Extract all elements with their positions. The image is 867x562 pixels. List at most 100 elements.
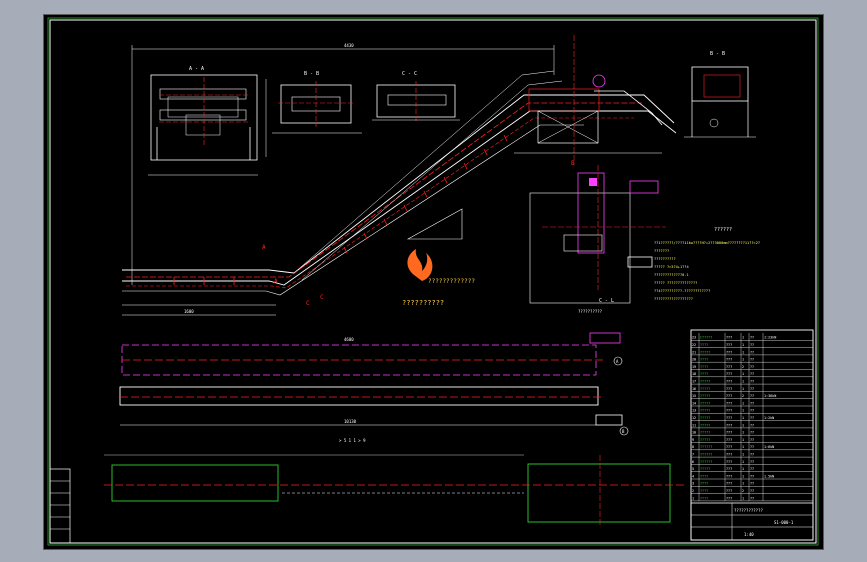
parts-cell: 2 <box>742 365 744 369</box>
section-top-right-view: B - B <box>684 51 756 138</box>
parts-cell: ?? <box>750 380 754 384</box>
parts-cell: 1:23kN <box>764 336 776 340</box>
revision-strip <box>49 468 71 544</box>
parts-cell: ?? <box>750 460 754 464</box>
parts-cell: 1:6kN <box>764 445 774 449</box>
parts-cell: ?? <box>750 343 754 347</box>
parts-cell: 10 <box>692 431 696 435</box>
parts-cell: ??? <box>726 416 732 420</box>
detail-view: C - L ?????????? <box>529 165 666 314</box>
parts-cell: ????? <box>700 387 710 391</box>
parts-cell: 22 <box>692 343 696 347</box>
parts-cell: ?????? <box>700 445 712 449</box>
parts-cell: ??? <box>726 445 732 449</box>
parts-cell: ??? <box>726 387 732 391</box>
notes-title: ?????? <box>714 227 732 233</box>
parts-cell: 1 <box>742 387 744 391</box>
parts-cell: ??? <box>726 438 732 442</box>
parts-cell: ????? <box>700 467 710 471</box>
parts-cell: ?? <box>750 365 754 369</box>
parts-cell: ?? <box>750 387 754 391</box>
parts-cell: 1 <box>742 453 744 457</box>
parts-cell: 1 <box>742 336 744 340</box>
marker-a-2: A <box>262 244 266 251</box>
parts-cell: 1 <box>692 496 694 500</box>
parts-cell: ???? <box>700 482 708 486</box>
dim-top: 4430 <box>344 43 354 48</box>
parts-cell: ??? <box>726 372 732 376</box>
parts-cell: ???? <box>700 365 708 369</box>
parts-cell: 11 <box>692 423 696 427</box>
parts-cell: 20 <box>692 358 696 362</box>
note-line-6: ????? ?????????????? <box>654 281 697 285</box>
note-line-1: ??1??????/????11kw????H?=2??3000mm??????… <box>654 241 760 245</box>
parts-cell: ?? <box>750 445 754 449</box>
parts-cell: 14 <box>692 401 696 405</box>
dim-bottom-2: 10130 <box>344 419 357 424</box>
parts-cell: 19 <box>692 365 696 369</box>
note-line-8: ?????????????????? <box>654 297 693 301</box>
parts-cell: ?? <box>750 336 754 340</box>
parts-cell: 1 <box>742 445 744 449</box>
parts-cell: ??? <box>726 365 732 369</box>
note-line-7: ??4??????????-???????????? <box>654 289 710 293</box>
section-c-c-view: C - C <box>372 71 460 121</box>
parts-cell: 6 <box>692 460 694 464</box>
parts-cell: ??? <box>726 431 732 435</box>
marker-b: B <box>571 160 575 167</box>
cad-drawing: 4430 A - A B - B C - C <box>47 17 819 546</box>
parts-cell: 2 <box>692 489 694 493</box>
parts-cell: ?? <box>750 453 754 457</box>
parts-cell: ???? <box>700 496 708 500</box>
parts-cell: ?? <box>750 482 754 486</box>
parts-cell: ??? <box>726 460 732 464</box>
parts-cell: ?? <box>750 416 754 420</box>
parts-cell: 5 <box>692 467 694 471</box>
foundation-plan: > 5 1 1 > 9 <box>104 438 684 527</box>
parts-cell: 18 <box>692 372 696 376</box>
parts-cell: ??? <box>726 401 732 405</box>
circle-a-label: A <box>616 359 619 364</box>
parts-cell: ?? <box>750 467 754 471</box>
parts-cell: 17 <box>692 380 696 384</box>
parts-cell: ????? <box>700 380 710 384</box>
section-b-label: B - B <box>304 71 319 77</box>
parts-cell: ???? <box>700 474 708 478</box>
parts-cell: ??? <box>726 350 732 354</box>
dim-bottom-1: 1600 <box>184 309 194 314</box>
parts-cell: 1 <box>742 409 744 413</box>
parts-cell: ????? <box>700 350 710 354</box>
drawing-scale: 1:40 <box>744 532 754 537</box>
parts-cell: 23 <box>692 336 696 340</box>
parts-cell: ?? <box>750 372 754 376</box>
parts-cell: 1 <box>742 343 744 347</box>
cad-viewport[interactable]: 4430 A - A B - B C - C <box>43 14 824 550</box>
parts-cell: ??? <box>726 467 732 471</box>
parts-cell: ?????? <box>700 453 712 457</box>
parts-cell: 1 <box>742 350 744 354</box>
note-line-5: ?????????????0.1 <box>654 273 689 277</box>
parts-cell: 3 <box>692 482 694 486</box>
parts-cell: 13 <box>692 409 696 413</box>
parts-cell: ????? <box>700 394 710 398</box>
plan-label: > 5 1 1 > 9 <box>339 438 366 443</box>
plan-view: A B 10130 4600 <box>119 332 629 436</box>
parts-cell: ??? <box>726 474 732 478</box>
parts-cell: ?? <box>750 423 754 427</box>
circle-b-label: B <box>622 429 625 434</box>
parts-cell: 1 <box>742 431 744 435</box>
parts-cell: ??? <box>726 423 732 427</box>
conveyor-elevation: 1600 A A C C B <box>122 35 677 316</box>
section-c-label: C - C <box>402 71 417 77</box>
parts-cell: ????? <box>700 431 710 435</box>
technical-notes: ?????? ??1??????/????11kw????H?=2??3000m… <box>654 227 760 301</box>
parts-cell: 15 <box>692 394 696 398</box>
note-line-2: ??????? <box>654 249 669 253</box>
parts-cell: ????? <box>700 438 710 442</box>
parts-cell: ?? <box>750 394 754 398</box>
parts-cell: ??? <box>726 358 732 362</box>
parts-cell: 1 <box>742 401 744 405</box>
drawing-name: ???????????? <box>734 508 763 513</box>
parts-cell: ??? <box>726 496 732 500</box>
